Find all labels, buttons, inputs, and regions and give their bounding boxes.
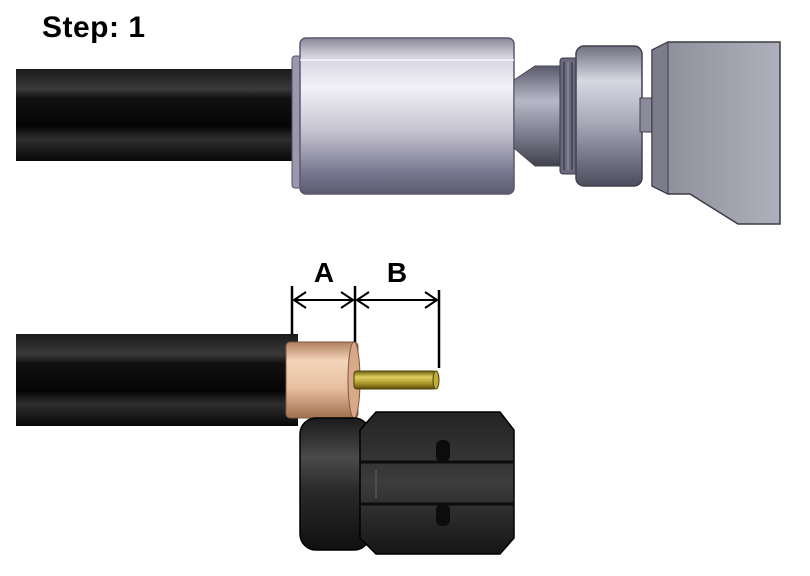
sma-connector [299, 411, 515, 555]
upper-knurled-nut [559, 45, 655, 187]
dimension-b-label: B [387, 257, 407, 288]
upper-crimp-ferrule [291, 37, 515, 195]
upper-angled-block [651, 41, 781, 225]
dimension-a: A [290, 257, 357, 342]
dielectric-insulator [285, 341, 361, 419]
step-title: Step: 1 [42, 11, 146, 44]
dimension-a-label: A [314, 257, 334, 288]
upper-cable-jacket [16, 69, 298, 161]
lower-assembly: A B [16, 257, 515, 555]
upper-cone-neck [513, 65, 564, 167]
center-pin [353, 370, 440, 390]
dimension-b: B [355, 257, 441, 368]
upper-assembly [16, 37, 781, 225]
lower-cable-jacket [16, 334, 298, 426]
